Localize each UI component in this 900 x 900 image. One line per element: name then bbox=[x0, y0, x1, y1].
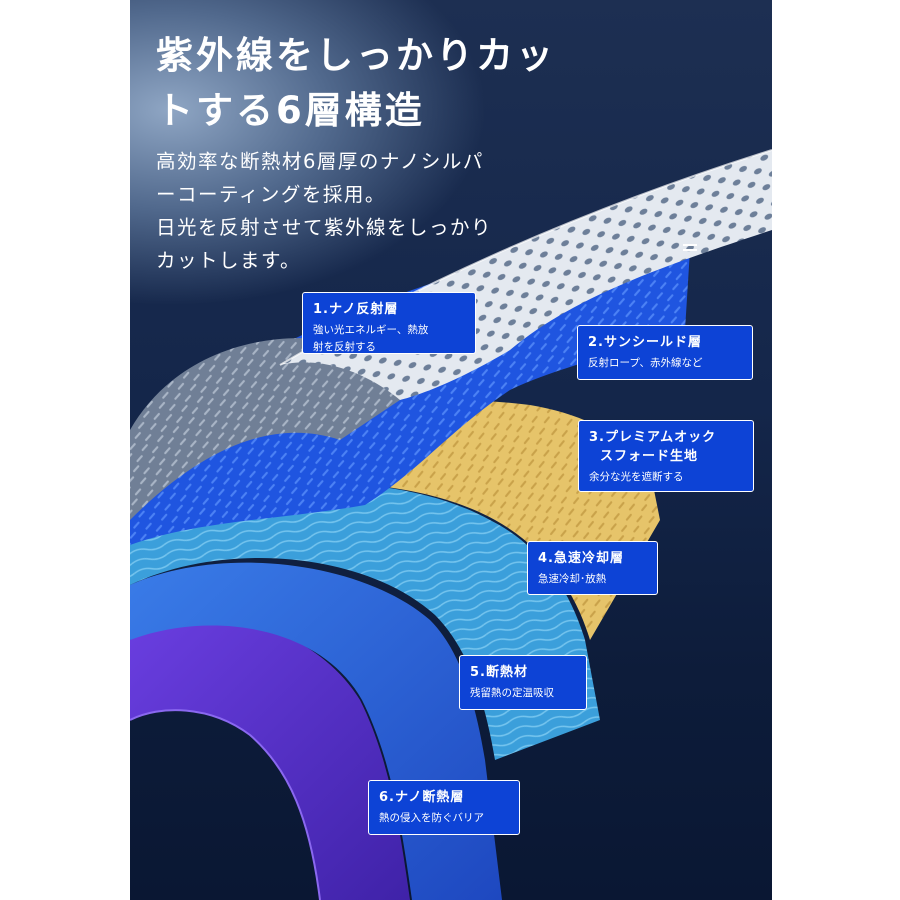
layer-label-4: 4.急速冷却層 急速冷却･放熱 bbox=[527, 541, 658, 595]
layer-desc-5: 残留熱の定温吸収 bbox=[470, 687, 554, 699]
layer-label-5: 5.断熱材 残留熱の定温吸収 bbox=[459, 655, 587, 710]
layer-label-3: 3.プレミアムオック スフォード生地 余分な光を遮断する bbox=[578, 420, 754, 492]
layer-desc-1: 強い光エネルギー、熱放 射を反射する bbox=[313, 324, 429, 353]
menu-icon[interactable] bbox=[683, 244, 697, 255]
layer-title-5: 5.断熱材 bbox=[470, 665, 528, 680]
layer-title-3: 3.プレミアムオック スフォード生地 bbox=[589, 430, 717, 464]
layer-title-2: 2.サンシールド層 bbox=[588, 335, 702, 350]
layer-label-2: 2.サンシールド層 反射ロープ、赤外線など bbox=[577, 325, 753, 380]
description: 高効率な断熱材6層厚のナノシルパ ーコーティングを採用。 日光を反射させて紫外線… bbox=[156, 150, 493, 272]
layer-desc-4: 急速冷却･放熱 bbox=[538, 573, 607, 585]
layer-label-1: 1.ナノ反射層 強い光エネルギー、熱放 射を反射する bbox=[302, 292, 476, 354]
layer-title-6: 6.ナノ断熱層 bbox=[379, 790, 465, 805]
product-panel: 紫外線をしっかりカッ トする6層構造 高効率な断熱材6層厚のナノシルパ ーコーテ… bbox=[130, 0, 772, 900]
layer-label-6: 6.ナノ断熱層 熱の侵入を防ぐバリア bbox=[368, 780, 520, 835]
layer-title-1: 1.ナノ反射層 bbox=[313, 302, 399, 317]
layer-desc-2: 反射ロープ、赤外線など bbox=[588, 357, 703, 369]
headline: 紫外線をしっかりカッ トする6層構造 bbox=[156, 34, 556, 132]
layer-desc-3: 余分な光を遮断する bbox=[589, 471, 684, 483]
layer-title-4: 4.急速冷却層 bbox=[538, 551, 624, 566]
layer-desc-6: 熱の侵入を防ぐバリア bbox=[379, 812, 484, 824]
